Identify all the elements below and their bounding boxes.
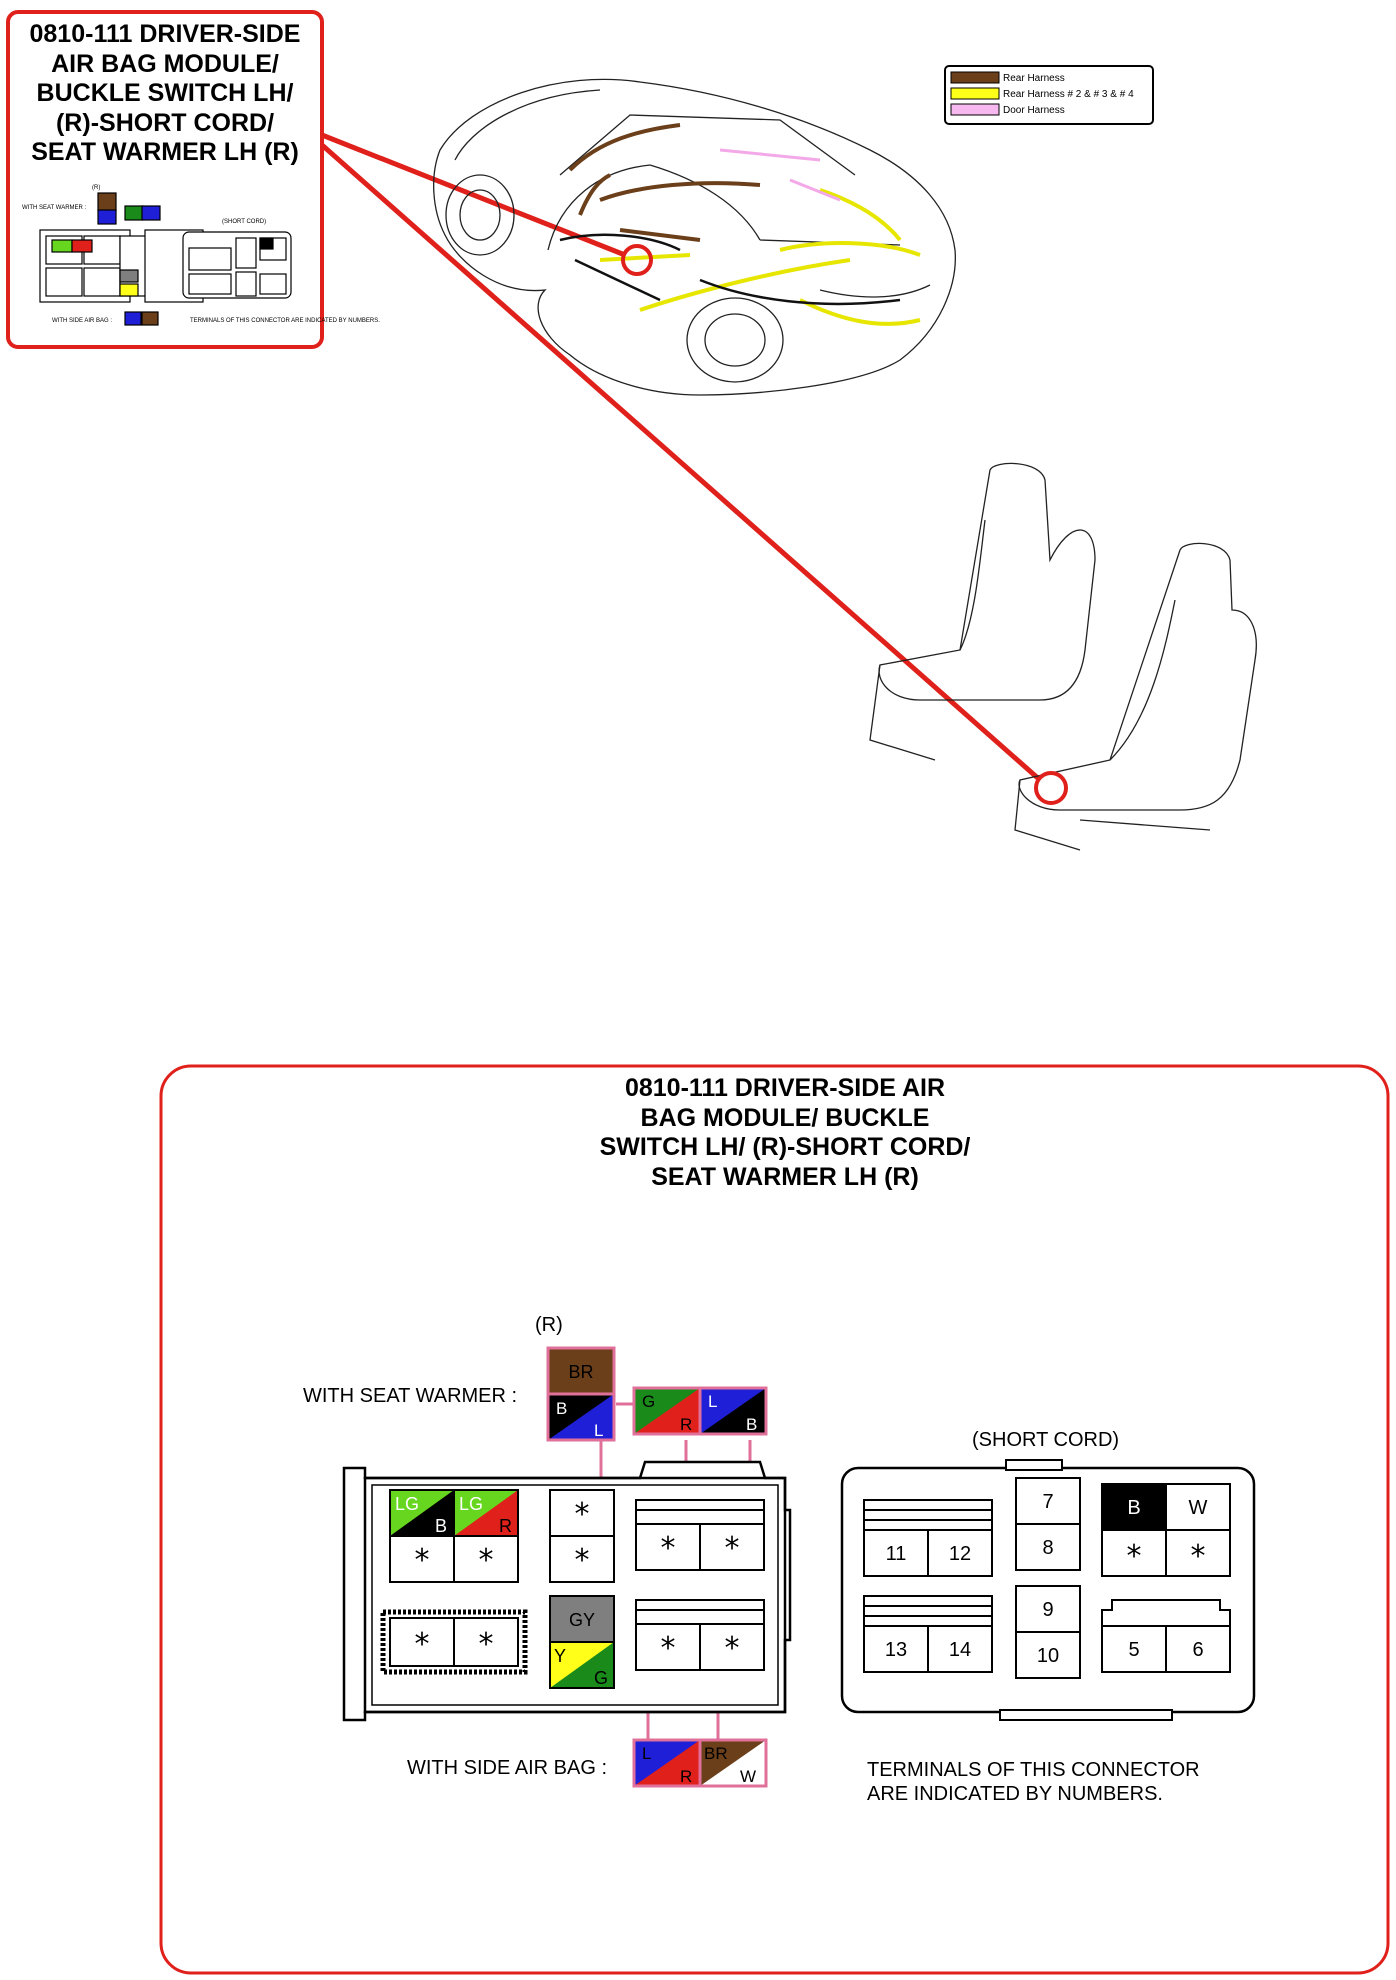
r-label: (R): [535, 1314, 563, 1336]
legend-swatch-door-harness: [950, 103, 1000, 116]
terminal-6: 6: [1192, 1639, 1203, 1661]
short-cord-star-1: *: [1127, 1539, 1142, 1574]
main-title-line-2: BAG MODULE/ BUCKLE: [641, 1104, 930, 1132]
seats-illustration: [869, 462, 1257, 851]
side-air-bag-wire-l-r: L R: [632, 1738, 702, 1788]
star-center-2: *: [575, 1543, 590, 1578]
star-lg-r: *: [479, 1543, 494, 1578]
star-upper-2: *: [725, 1531, 740, 1566]
short-cord-label: (SHORT CORD): [972, 1429, 1119, 1451]
with-seat-warmer-label: WITH SEAT WARMER :: [303, 1385, 517, 1407]
hatched-cavity: [380, 1609, 528, 1675]
terminal-10: 10: [1037, 1645, 1059, 1667]
cell-y-g: Y G: [549, 1641, 615, 1689]
cell-row-lg-stars: [389, 1535, 519, 1583]
cell-y-g-top: Y: [554, 1646, 566, 1666]
car-harness-yellow: [599, 188, 921, 326]
terminal-7: 7: [1042, 1491, 1053, 1513]
thumbnail-side-air-bag-label: WITH SIDE AIR BAG :: [52, 318, 112, 324]
main-title-line-1: 0810-111 DRIVER-SIDE AIR: [625, 1074, 945, 1102]
side-air-bag-wire-br-w: BR W: [698, 1738, 768, 1788]
center-column-cells: [549, 1489, 615, 1583]
cell-lg-b-bottom: B: [435, 1516, 447, 1536]
star-lg-b: *: [415, 1543, 430, 1578]
right-lower-block: [635, 1599, 765, 1671]
cell-lg-b: LG B: [389, 1489, 455, 1537]
cell-lg-r: LG R: [453, 1489, 519, 1537]
legend-swatch-rear-harness: [950, 71, 1000, 84]
cell-y-g-bottom: G: [594, 1668, 608, 1688]
car-connector-highlight: [621, 244, 653, 276]
right-upper-block: [635, 1499, 765, 1571]
thumbnail-title-line-5: SEAT WARMER LH (R): [31, 138, 299, 166]
thumbnail-mini-connectors: [39, 192, 292, 326]
wire-label-g: G: [642, 1392, 655, 1411]
thumbnail-r-label: (R): [92, 185, 100, 191]
car-harness-black: [559, 233, 901, 306]
legend-swatch-rear-harness-2-3-4: [950, 87, 1000, 100]
terminals-note-line-2: ARE INDICATED BY NUMBERS.: [867, 1783, 1163, 1805]
seat-warmer-wire-g-r: G R: [632, 1386, 702, 1436]
wire-label-l-2: L: [708, 1392, 717, 1411]
short-cord-b-label: B: [1127, 1497, 1140, 1519]
thumbnail-seat-warmer-label: WITH SEAT WARMER :: [22, 205, 87, 211]
terminal-12: 12: [949, 1543, 971, 1565]
terminal-9: 9: [1042, 1599, 1053, 1621]
car-illustration: [433, 78, 956, 396]
wire-label-sab-l: L: [642, 1744, 651, 1763]
main-title-line-4: SEAT WARMER LH (R): [651, 1163, 919, 1191]
star-center-1: *: [575, 1497, 590, 1532]
wire-label-sab-br: BR: [704, 1744, 728, 1763]
star-lower-1: *: [661, 1631, 676, 1666]
star-lower-2: *: [725, 1631, 740, 1666]
short-cord-black-cell: [1101, 1483, 1167, 1531]
wire-label-br: BR: [568, 1362, 593, 1382]
thumbnail-short-cord-label: (SHORT CORD): [222, 219, 266, 225]
seat-connector-highlight: [1034, 771, 1068, 805]
wire-label-r: R: [680, 1415, 692, 1434]
wire-label-sab-w: W: [740, 1767, 756, 1786]
harness-legend: Rear Harness Rear Harness # 2 & # 3 & # …: [944, 65, 1154, 125]
star-upper-1: *: [661, 1531, 676, 1566]
seat-warmer-wire-br: BR: [546, 1346, 616, 1396]
short-cord-star-2: *: [1191, 1539, 1206, 1574]
wire-label-l: L: [594, 1421, 603, 1440]
terminal-13: 13: [885, 1639, 907, 1661]
car-harness-pink: [719, 148, 841, 202]
star-hatched-1: *: [415, 1627, 430, 1662]
thumbnail-title-line-2: AIR BAG MODULE/: [51, 50, 279, 78]
car-harness-brown: [568, 123, 761, 242]
thumbnail-terminals-note: TERMINALS OF THIS CONNECTOR ARE INDICATE…: [190, 318, 380, 324]
seat-warmer-wire-b-l: B L: [546, 1392, 616, 1442]
leader-lines: [320, 132, 1042, 782]
cell-lg-b-top: LG: [395, 1494, 419, 1514]
main-panel: 0810-111 DRIVER-SIDE AIR BAG MODULE/ BUC…: [159, 1064, 1390, 1975]
cell-lg-r-top: LG: [459, 1494, 483, 1514]
terminal-14: 14: [949, 1639, 971, 1661]
wire-label-b-2: B: [746, 1415, 757, 1434]
thumbnail-title-line-1: 0810-111 DRIVER-SIDE: [30, 20, 301, 48]
wire-label-sab-r: R: [680, 1767, 692, 1786]
terminal-8: 8: [1042, 1537, 1053, 1559]
legend-label-door-harness: Door Harness: [1003, 105, 1065, 116]
thumbnail-panel: 0810-111 DRIVER-SIDE AIR BAG MODULE/ BUC…: [6, 10, 380, 349]
cell-gy: GY: [549, 1595, 615, 1643]
legend-label-rear-harness-2-3-4: Rear Harness # 2 & # 3 & # 4: [1003, 89, 1134, 100]
cell-lg-r-bottom: R: [499, 1516, 512, 1536]
terminal-11: 11: [886, 1543, 907, 1565]
wire-label-b: B: [556, 1399, 567, 1418]
cell-gy-label: GY: [569, 1610, 595, 1630]
short-cord-cells: [863, 1477, 1231, 1679]
with-side-air-bag-label: WITH SIDE AIR BAG :: [407, 1757, 607, 1779]
main-title-line-3: SWITCH LH/ (R)-SHORT CORD/: [600, 1133, 971, 1161]
thumbnail-title-line-3: BUCKLE SWITCH LH/: [37, 79, 294, 107]
legend-label-rear-harness: Rear Harness: [1003, 73, 1065, 84]
seat-warmer-wire-l-b: L B: [698, 1386, 768, 1436]
terminals-note-line-1: TERMINALS OF THIS CONNECTOR: [867, 1759, 1200, 1781]
thumbnail-title-line-4: (R)-SHORT CORD/: [56, 109, 274, 137]
short-cord-w-label: W: [1189, 1497, 1208, 1519]
star-hatched-2: *: [479, 1627, 494, 1662]
terminal-5: 5: [1128, 1639, 1139, 1661]
